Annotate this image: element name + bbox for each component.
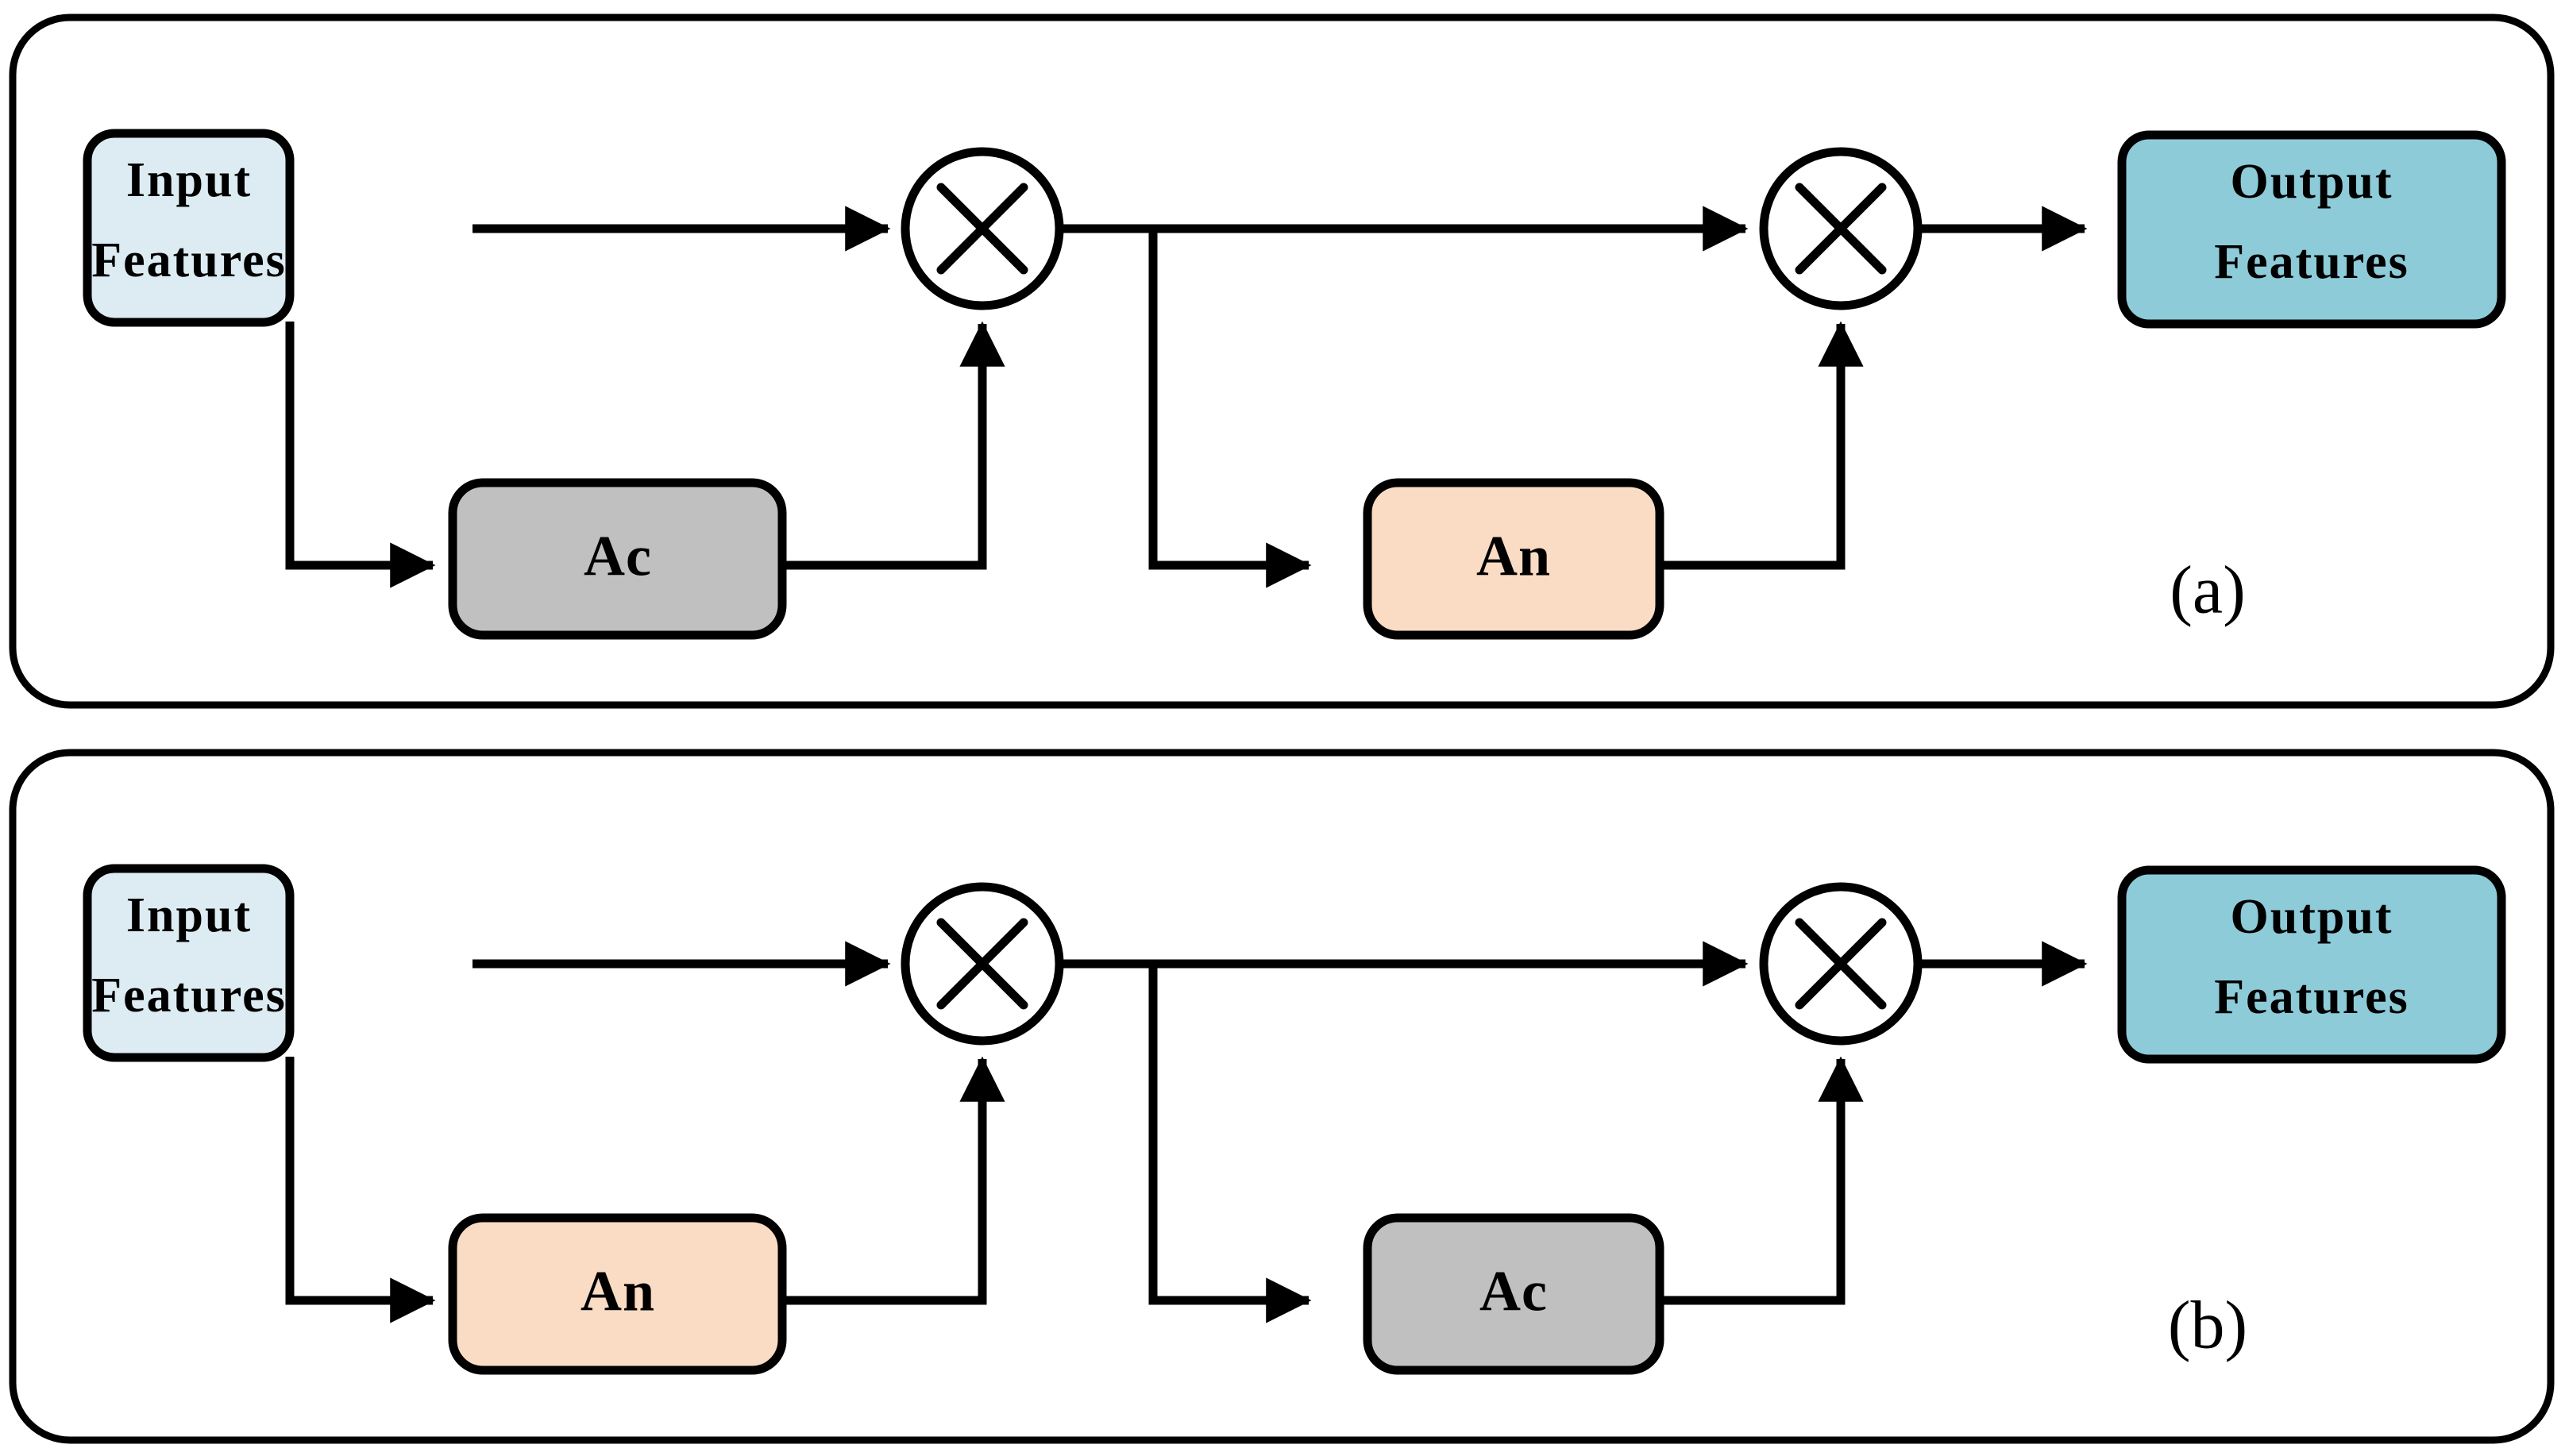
panel-a-output-features-box: Output Features [2117,130,2506,329]
panel-b-multiply-2-icon [1759,882,1923,1046]
wire-first-attention-to-multiply-1 [782,1056,1005,1305]
panel-a-frame [9,13,2555,709]
input-features-rect [83,129,295,327]
multiply-x-stroke-2 [936,918,1028,1010]
wire-first-attention-to-multiply-1 [782,321,1005,570]
input-features-label-line2: Features [91,233,287,287]
panel-a-multiply-1-icon [901,147,1064,310]
panel-a-caption: (a) [2170,552,2245,628]
input-features-label-line1: Input [126,153,252,207]
output-features-label-line2: Features [2214,235,2409,289]
multiply-x-stroke-2 [1795,918,1887,1010]
panel-b-multiply-1-icon [901,882,1064,1046]
panel-b: Input Features An Ac Output Features [9,749,2555,1444]
output-features-rect [2117,865,2506,1064]
first-attention-label: Ac [584,525,652,588]
second-attention-label: An [1476,525,1551,588]
panel-b-input-features-box: Input Features [83,864,295,1062]
second-attention-rect [1363,1213,1664,1375]
wire-tap-to-second-attention [1148,229,1312,588]
output-features-rect [2117,130,2506,329]
panel-a-multiply-2-icon [1759,147,1923,310]
panel-b-caption: (b) [2168,1287,2247,1363]
panel-b-frame [9,749,2555,1444]
panel-a-first-attention-box: Ac [448,478,787,640]
wire-tap-to-second-attention [1148,964,1312,1323]
second-attention-label: Ac [1479,1260,1548,1323]
input-features-label-line1: Input [126,888,252,942]
wire-input-to-first-attention [285,322,436,588]
input-features-label-line2: Features [91,969,287,1023]
multiply-x-stroke-2 [1795,183,1887,275]
multiply-x-stroke-2 [936,183,1028,275]
wire-second-attention-to-multiply-2 [1660,1056,1864,1305]
second-attention-rect [1363,478,1664,640]
output-features-label-line2: Features [2214,970,2409,1024]
wire-input-to-first-attention [285,1057,436,1323]
panel-b-output-features-box: Output Features [2117,865,2506,1064]
first-attention-rect [448,478,787,640]
input-features-rect [83,864,295,1062]
first-attention-rect [448,1213,787,1375]
panel-a-input-features-box: Input Features [83,129,295,327]
output-features-label-line1: Output [2231,155,2393,209]
first-attention-label: An [580,1260,655,1323]
panel-a-second-attention-box: An [1363,478,1664,640]
output-features-label-line1: Output [2231,890,2393,944]
panel-a: Input Features Ac An Output Features [9,13,2555,709]
wire-second-attention-to-multiply-2 [1660,321,1864,570]
panel-b-first-attention-box: An [448,1213,787,1375]
panel-b-second-attention-box: Ac [1363,1213,1664,1375]
